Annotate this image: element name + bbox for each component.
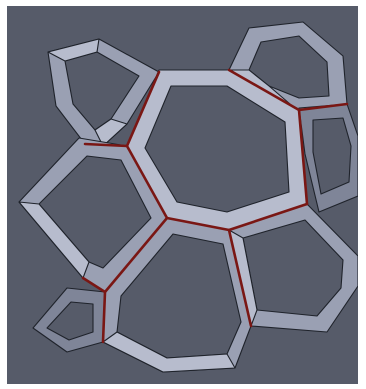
render-viewport [7, 6, 358, 384]
ring-right [299, 104, 358, 212]
ring-bottom-left [33, 288, 105, 352]
ring-bottom-bevel [103, 332, 235, 372]
mesh-render [7, 6, 358, 384]
ring-left-bevel [19, 202, 89, 278]
